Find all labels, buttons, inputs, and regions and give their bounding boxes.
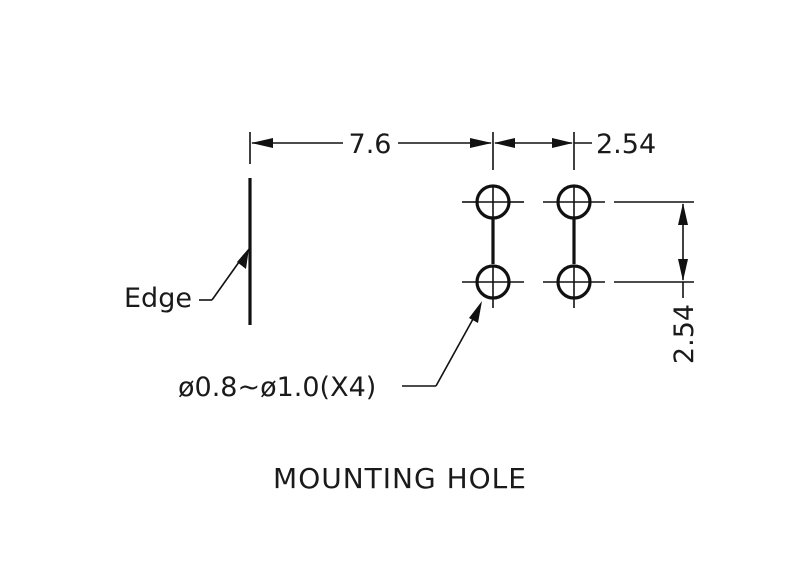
dim-2-54-h-arrow-right xyxy=(552,138,573,148)
edge-label: Edge xyxy=(124,283,192,314)
edge-leader-arrow xyxy=(237,248,249,269)
hole-spec-leader-arrow xyxy=(469,301,482,323)
drawing-title: MOUNTING HOLE xyxy=(273,462,527,495)
mounting-hole-top-right xyxy=(543,184,605,220)
hole-spec-label: ø0.8~ø1.0(X4) xyxy=(178,372,376,403)
dim-2-54-v-arrow-bottom xyxy=(678,259,688,281)
mounting-hole-bottom-left xyxy=(462,264,524,308)
hole-spec-leader-diagonal xyxy=(435,309,479,387)
dim-2-54-v-label: 2.54 xyxy=(669,304,700,364)
dim-7-6-arrow-left xyxy=(251,138,273,148)
dim-7-6-label: 7.6 xyxy=(349,129,392,160)
mounting-hole-top-left xyxy=(462,184,524,220)
dim-2-54-h-label: 2.54 xyxy=(596,129,656,160)
mounting-hole-bottom-right xyxy=(543,264,605,308)
dim-2-54-h-arrow-left xyxy=(494,138,515,148)
dim-7-6-arrow-right xyxy=(470,138,492,148)
dim-2-54-v-arrow-top xyxy=(678,203,688,225)
